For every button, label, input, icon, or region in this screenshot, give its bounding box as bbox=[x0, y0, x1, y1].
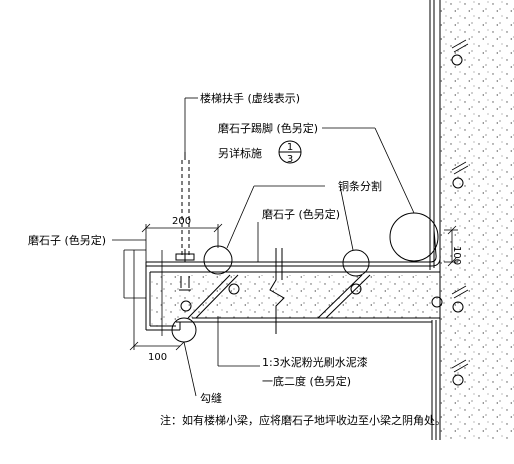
wall-hatch-marks bbox=[451, 39, 469, 373]
note-text: 注：如有楼梯小梁，应将磨石子地坪收边至小梁之阴角处。 bbox=[160, 413, 446, 427]
copper-strip-label: 铜条分割 bbox=[338, 179, 382, 193]
stair-handrail bbox=[175, 152, 195, 291]
groove-label: 勾缝 bbox=[200, 391, 222, 405]
terrazzo-top-label: 磨石子 (色另定) bbox=[262, 207, 340, 221]
dimension-lines bbox=[123, 223, 458, 351]
handrail-label: 楼梯扶手 (虚线表示) bbox=[200, 91, 300, 105]
wall bbox=[429, 0, 514, 440]
detail-number-bottom: 3 bbox=[287, 154, 293, 165]
detail-reference-symbol: 1 3 bbox=[278, 140, 302, 165]
terrazzo-left-label: 磨石子 (色另定) bbox=[28, 233, 106, 247]
floor-slab bbox=[145, 229, 441, 440]
plaster-label-line2: 一底二度 (色另定) bbox=[262, 374, 351, 388]
dimension-width-bottom: 100 bbox=[148, 352, 167, 363]
leader-lines bbox=[112, 97, 415, 397]
skirting-label: 磨石子踢脚 (色另定) bbox=[218, 121, 318, 135]
detail-number-top: 1 bbox=[287, 142, 293, 153]
dimension-height-right: 100 bbox=[451, 246, 462, 265]
dimension-width-top: 200 bbox=[172, 216, 191, 227]
see-detail-label: 另详标施 bbox=[218, 146, 262, 160]
plaster-label-line1: 1:3水泥粉光刷水泥漆 bbox=[262, 355, 368, 369]
